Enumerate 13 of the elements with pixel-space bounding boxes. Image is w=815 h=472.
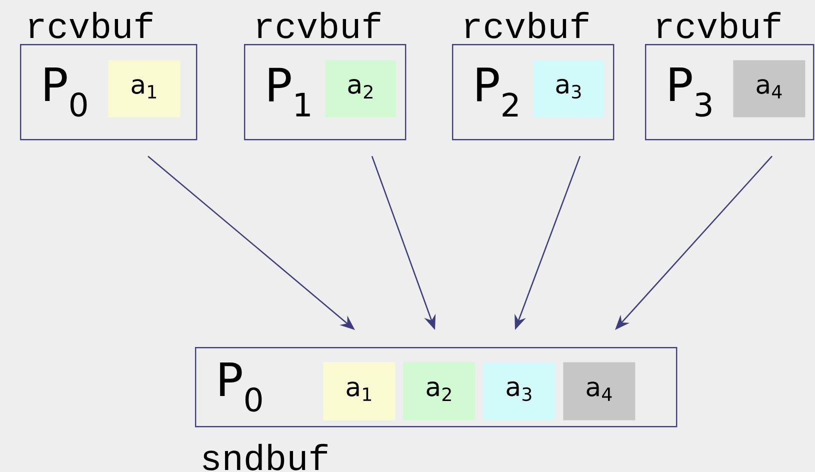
data-cell: a$_{3}$ — [483, 362, 556, 420]
data-cell: a$_{2}$ — [325, 60, 396, 118]
buffer-label: rcvbuf — [29, 12, 153, 38]
data-cell: a$_{4}$ — [563, 362, 636, 420]
buffer-label: sndbuf — [203, 444, 328, 470]
data-cell: a$_{2}$ — [403, 362, 476, 420]
buffer-label: rcvbuf — [465, 12, 589, 38]
buffer-label: rcvbuf — [657, 12, 781, 38]
data-cell: a$_{4}$ — [733, 60, 806, 118]
buffer-label: rcvbuf — [257, 12, 381, 38]
data-cell: a$_{1}$ — [108, 60, 180, 118]
data-cell: a$_{3}$ — [533, 60, 604, 118]
data-cell: a$_{1}$ — [323, 362, 396, 420]
